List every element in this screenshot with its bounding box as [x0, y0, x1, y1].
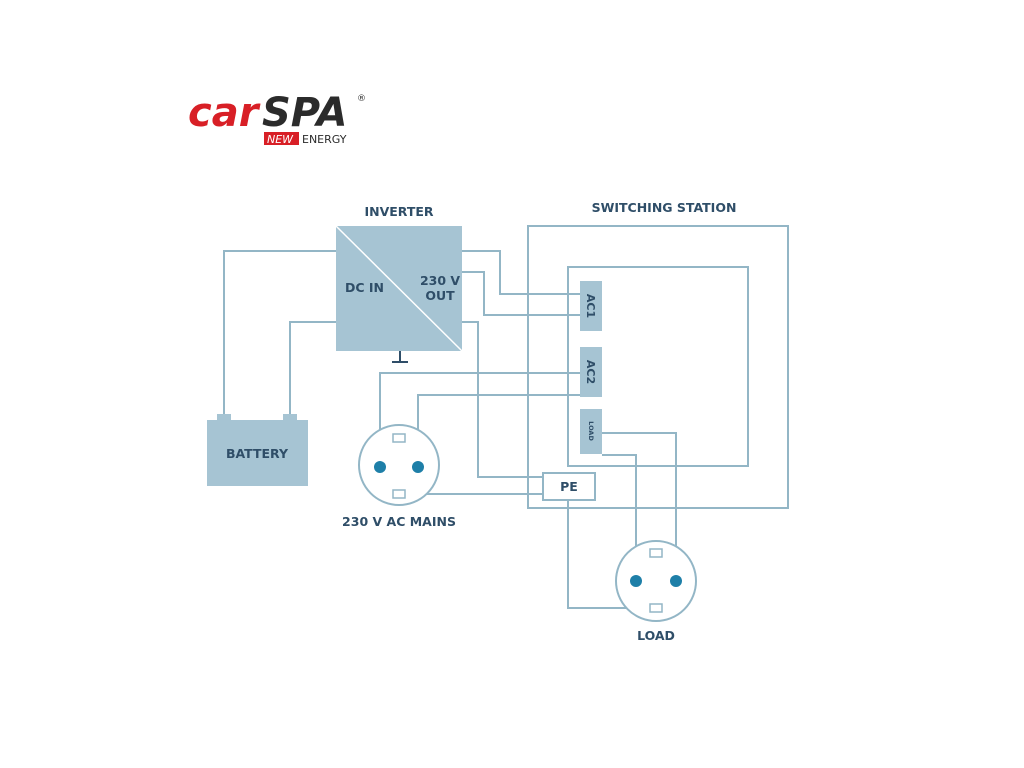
mains-socket-pin-left: [374, 461, 386, 473]
terminal-load: LOAD: [580, 409, 602, 454]
logo-tag-new: NEW: [267, 133, 294, 146]
terminal-ac2-box: [580, 347, 602, 397]
logo-tag-energy: ENERGY: [302, 133, 347, 146]
wire-inverter-pe: [462, 321, 543, 478]
battery-box: [207, 420, 308, 486]
inverter-out-label-line1: 230 V: [420, 273, 460, 288]
mains-socket: 230 V AC MAINS: [342, 424, 456, 529]
terminal-load-label: LOAD: [587, 421, 595, 441]
wire-battery-positive: [223, 250, 336, 418]
logo-word-spa: SPA: [262, 90, 347, 136]
terminal-ac2: AC2: [580, 347, 602, 397]
pe-label: PE: [560, 479, 578, 494]
battery-terminal-right: [283, 414, 297, 422]
battery: BATTERY: [207, 414, 308, 486]
logo-tag-highlight-bg: [264, 132, 299, 145]
load-socket-earth-bottom: [649, 603, 663, 613]
load-socket: LOAD: [615, 540, 697, 643]
switching-station-outer-frame: [527, 225, 789, 509]
wire-mains-ac2-b: [417, 394, 580, 467]
inverter-title: INVERTER: [364, 204, 433, 219]
terminal-ac1-label: AC1: [584, 294, 597, 318]
terminal-ac2-label: AC2: [584, 360, 597, 384]
load-socket-pin-right: [670, 575, 682, 587]
mains-socket-outline: [358, 424, 440, 506]
mains-socket-pin-right: [412, 461, 424, 473]
terminal-ac1: AC1: [580, 281, 602, 331]
switching-station-title: SWITCHING STATION: [592, 200, 737, 215]
mains-socket-earth-bottom: [392, 489, 406, 499]
wire-out-ac1-a: [462, 250, 580, 295]
inverter-dc-in-label: DC IN: [345, 280, 384, 295]
wire-out-ac1-b: [462, 271, 580, 316]
mains-socket-earth-top: [392, 433, 406, 443]
wire-pe-load: [567, 498, 650, 609]
wire-load-a: [602, 432, 677, 580]
pe-box: [542, 472, 596, 501]
switching-station-inner-frame: [567, 266, 749, 467]
battery-label: BATTERY: [226, 446, 289, 461]
terminal-ac1-box: [580, 281, 602, 331]
carspa-logo: car SPA ® NEW ENERGY: [188, 90, 366, 146]
inverter-out-label-line2: OUT: [425, 288, 455, 303]
pe-busbar: PE: [542, 472, 596, 501]
inverter-diagonal: [335, 225, 463, 352]
inverter: INVERTER DC IN 230 V OUT: [335, 204, 463, 363]
load-socket-outline: [615, 540, 697, 622]
logo-word-car: car: [188, 90, 261, 136]
mains-label: 230 V AC MAINS: [342, 514, 456, 529]
battery-terminal-left: [217, 414, 231, 422]
load-socket-earth-top: [649, 548, 663, 558]
load-label: LOAD: [637, 628, 675, 643]
wire-load-b: [602, 454, 637, 580]
load-socket-pin-left: [630, 575, 642, 587]
terminal-load-box: [580, 409, 602, 454]
logo-registered-mark: ®: [357, 94, 366, 104]
